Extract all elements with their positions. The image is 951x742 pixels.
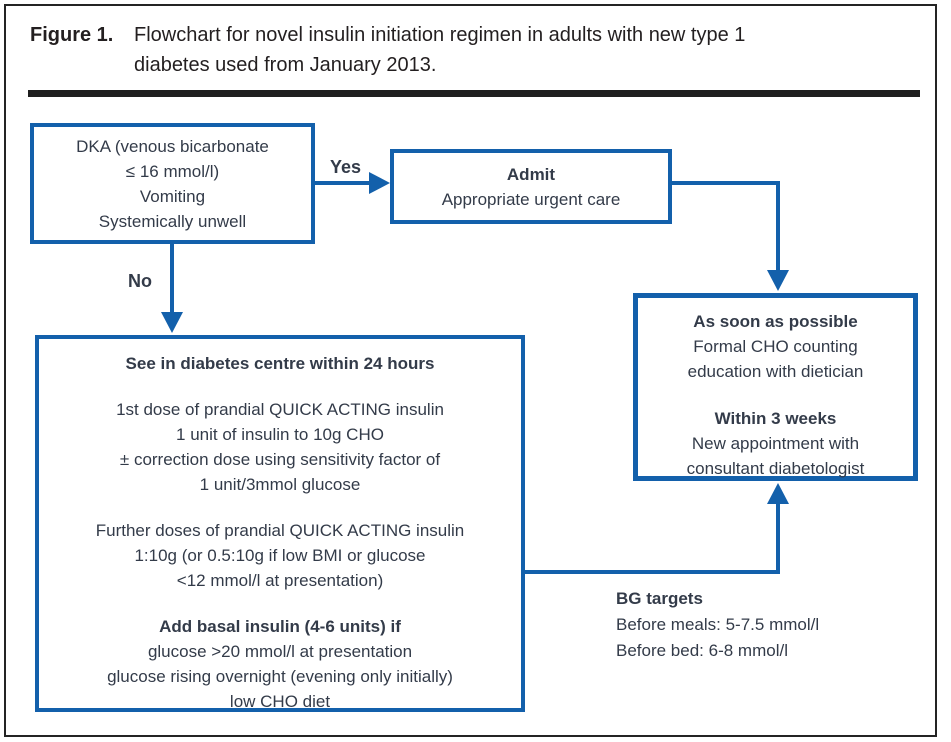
centre-para-basal: Add basal insulin (4-6 units) if glucose… [39, 614, 521, 714]
centre-line: 1st dose of prandial QUICK ACTING insuli… [116, 400, 444, 419]
centre-line: Further doses of prandial QUICK ACTING i… [95, 521, 465, 540]
dka-line: DKA (venous bicarbonate [76, 137, 269, 156]
followup-line: New appointment with [691, 434, 860, 453]
dka-line: Systemically unwell [98, 212, 247, 231]
diabetes-centre-box: See in diabetes centre within 24 hours 1… [35, 335, 525, 712]
followup-line: education with dietician [687, 362, 864, 381]
centre-para-first-dose: 1st dose of prandial QUICK ACTING insuli… [39, 397, 521, 497]
centre-line: low CHO diet [229, 692, 331, 711]
dka-criteria-box: DKA (venous bicarbonate ≤ 16 mmol/l) Vom… [30, 123, 315, 244]
admit-arrowhead-icon [767, 270, 789, 291]
admit-box: Admit Appropriate urgent care [390, 149, 672, 224]
followup-line: Formal CHO counting [693, 337, 858, 356]
yes-connector-line [313, 181, 373, 185]
admit-connector-vertical [776, 181, 780, 273]
bg-targets-note: BG targets Before meals: 5-7.5 mmol/l Be… [616, 586, 819, 664]
yes-arrowhead-icon [369, 172, 390, 194]
spacer [638, 384, 913, 406]
caption-text: Flowchart for novel insulin initiation r… [134, 20, 745, 80]
centre-line: glucose >20 mmol/l at presentation [147, 642, 413, 661]
followup-box: As soon as possible Formal CHO counting … [633, 293, 918, 481]
no-arrowhead-icon [161, 312, 183, 333]
centre-para-further-doses: Further doses of prandial QUICK ACTING i… [39, 518, 521, 593]
followup-heading-3weeks: Within 3 weeks [714, 409, 837, 428]
figure-border [4, 4, 937, 737]
centre-line: 1:10g (or 0.5:10g if low BMI or glucose [134, 546, 426, 565]
centre-connector-horizontal [525, 570, 780, 574]
admit-connector-horizontal [672, 181, 780, 185]
centre-connector-vertical [776, 500, 780, 574]
bg-targets-line: Before meals: 5-7.5 mmol/l [616, 615, 820, 634]
followup-heading-asap: As soon as possible [693, 312, 858, 331]
dka-line: ≤ 16 mmol/l) [125, 162, 220, 181]
bg-targets-heading: BG targets [616, 589, 703, 608]
centre-arrowhead-icon [767, 483, 789, 504]
centre-line: glucose rising overnight (evening only i… [107, 667, 453, 686]
figure-label: Figure 1. [30, 24, 114, 46]
bg-targets-line: Before bed: 6-8 mmol/l [616, 641, 788, 660]
centre-line: 1 unit of insulin to 10g CHO [176, 425, 384, 444]
caption-line-2: diabetes used from January 2013. [134, 54, 437, 76]
figure-caption: Figure 1. Flowchart for novel insulin in… [30, 20, 745, 80]
admit-subtitle: Appropriate urgent care [441, 190, 621, 209]
title-divider-rule [28, 90, 920, 97]
admit-title: Admit [506, 165, 556, 184]
centre-heading: See in diabetes centre within 24 hours [125, 354, 435, 373]
centre-basal-heading: Add basal insulin (4-6 units) if [159, 617, 401, 636]
centre-line: 1 unit/3mmol glucose [199, 475, 361, 494]
caption-line-1: Flowchart for novel insulin initiation r… [134, 24, 746, 46]
centre-line: <12 mmol/l at presentation) [176, 571, 384, 590]
centre-line: ± correction dose using sensitivity fact… [119, 450, 441, 469]
no-connector-line [170, 243, 174, 313]
no-label: No [128, 271, 152, 291]
dka-line: Vomiting [139, 187, 206, 206]
yes-label: Yes [330, 157, 362, 177]
followup-line: consultant diabetologist [686, 459, 865, 478]
